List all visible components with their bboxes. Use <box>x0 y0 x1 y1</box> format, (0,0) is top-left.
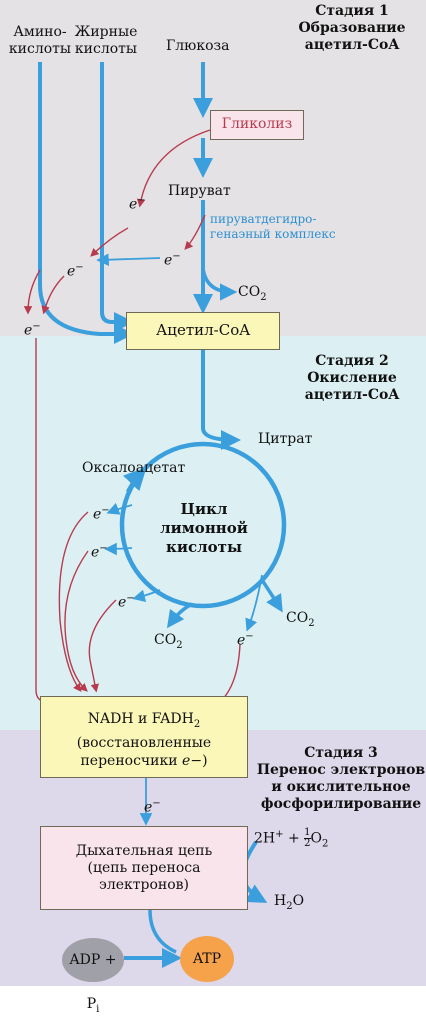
adp-node: ADP + Pi <box>62 938 124 1015</box>
glucose-label: Глюкоза <box>166 38 230 54</box>
electron-4: e− <box>24 321 41 339</box>
amino-red-flow <box>23 269 41 315</box>
cycle-electron-3 <box>132 589 161 602</box>
electron-7: e− <box>118 593 135 611</box>
citric-cycle-ring <box>119 441 287 609</box>
fatty-acid-flow <box>100 62 134 332</box>
co2-branch-2 <box>166 602 193 629</box>
collector-red-flow <box>35 338 57 707</box>
electron-1: e− <box>129 195 146 213</box>
glycolysis-red-flow <box>136 129 211 208</box>
stage1-band <box>0 0 426 336</box>
water-label: H2O <box>274 893 305 912</box>
cycle-electron-2 <box>104 542 133 556</box>
flow-diagram <box>23 62 287 968</box>
e1-to-e2-red <box>90 227 129 257</box>
electron-2: e− <box>164 251 181 269</box>
acetyl-coa-box: Ацетил-CoA <box>126 312 280 350</box>
cycle-electron-1 <box>106 502 133 515</box>
co2-label-1: CO2 <box>238 284 267 303</box>
citrate-label: Цитрат <box>258 431 313 447</box>
cycle-e1-red <box>58 511 89 693</box>
glycolysis-label: Гликолиз <box>221 116 293 132</box>
electron-6: e− <box>91 543 108 561</box>
cycle-direction-arrow <box>122 467 147 494</box>
co2-branch-1 <box>201 267 238 301</box>
electron-5: e− <box>93 505 110 523</box>
acetyl-to-cycle-flow <box>201 345 241 450</box>
amino-acids-label: Амино-кислоты <box>8 24 72 57</box>
chain-to-atp-flow <box>148 909 177 954</box>
e2-to-e3-red <box>41 275 65 315</box>
nadh-line-2: (восстановленные <box>76 734 212 751</box>
cycle-electron-4 <box>245 574 263 632</box>
oxaloacetate-label: Оксалоацетат <box>82 460 186 476</box>
electron-3: e− <box>67 262 84 280</box>
pdh-complex-label: пируватдегидро-генаэный комплекс <box>210 212 336 241</box>
nadh-fadh2-box: NADH и FADH2 (восстановленные переносчик… <box>40 696 248 778</box>
co2-label-2: CO2 <box>154 632 183 651</box>
electron-8: e− <box>237 631 254 649</box>
electron-9: e− <box>144 798 161 816</box>
cycle-e3-red <box>88 599 117 693</box>
pyruvate-red-flow <box>184 214 206 250</box>
pdh-electron-flow <box>96 253 161 267</box>
co2-branch-3 <box>260 579 283 613</box>
nadh-line-1: NADH и FADH2 <box>87 711 201 730</box>
cycle-e2-red <box>64 550 89 692</box>
acetyl-coa-label: Ацетил-CoA <box>155 321 251 339</box>
atp-node: ATP <box>180 936 234 982</box>
nadh-line-3: переносчики e−) <box>80 752 208 769</box>
pyruvate-label: Пируват <box>168 183 231 199</box>
glycolysis-box: Гликолиз <box>210 110 304 140</box>
co2-label-3: CO2 <box>286 610 315 629</box>
amino-acid-flow <box>38 62 134 344</box>
proton-oxygen-label: 2H+ + 1 2 O2 <box>254 827 329 850</box>
